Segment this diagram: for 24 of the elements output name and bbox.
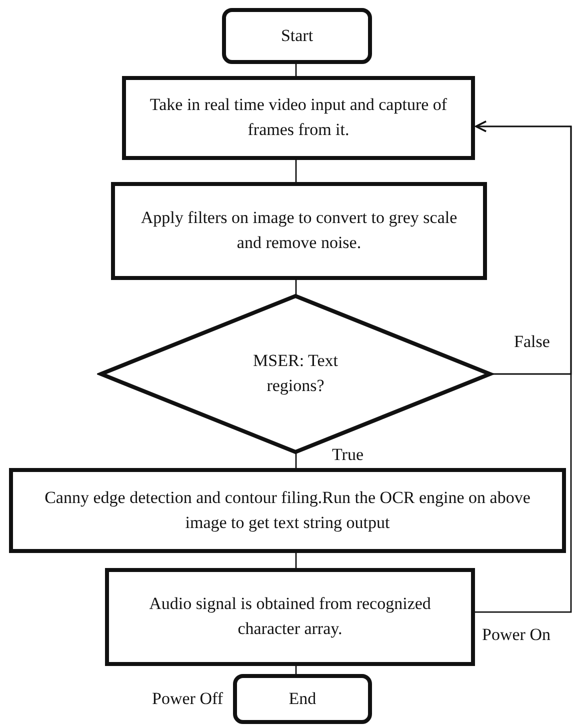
connector-line bbox=[295, 551, 297, 570]
step-text: End bbox=[288, 688, 316, 710]
process-box bbox=[105, 568, 475, 666]
process-box bbox=[111, 182, 487, 280]
process-box bbox=[9, 468, 566, 553]
connector-line bbox=[295, 278, 297, 295]
connector-line bbox=[295, 62, 297, 78]
connector-line bbox=[295, 664, 297, 676]
terminal-box bbox=[222, 8, 372, 64]
step-text: Take in real time video input and capture of frames from it. bbox=[148, 94, 448, 141]
step-text: Audio signal is obtained from recognized character array. bbox=[148, 593, 432, 640]
step-text: Apply filters on image to convert to grey scale and remove noise. bbox=[140, 207, 458, 254]
arrow bbox=[473, 120, 572, 613]
edge-label: True bbox=[330, 446, 366, 463]
connector-line bbox=[295, 453, 297, 470]
step-text: Start bbox=[280, 24, 314, 47]
edge-label: Power On bbox=[480, 626, 552, 643]
terminal-box bbox=[233, 674, 372, 724]
connector-line bbox=[295, 158, 297, 184]
side-note: Power Off bbox=[150, 690, 225, 707]
edge-label: False bbox=[512, 333, 552, 350]
process-box bbox=[122, 76, 475, 160]
decision-text: MSER: Text regions? bbox=[252, 350, 339, 397]
step-text: Canny edge detection and contour filing.Run the OCR engine on above image to get text string output bbox=[44, 486, 532, 534]
